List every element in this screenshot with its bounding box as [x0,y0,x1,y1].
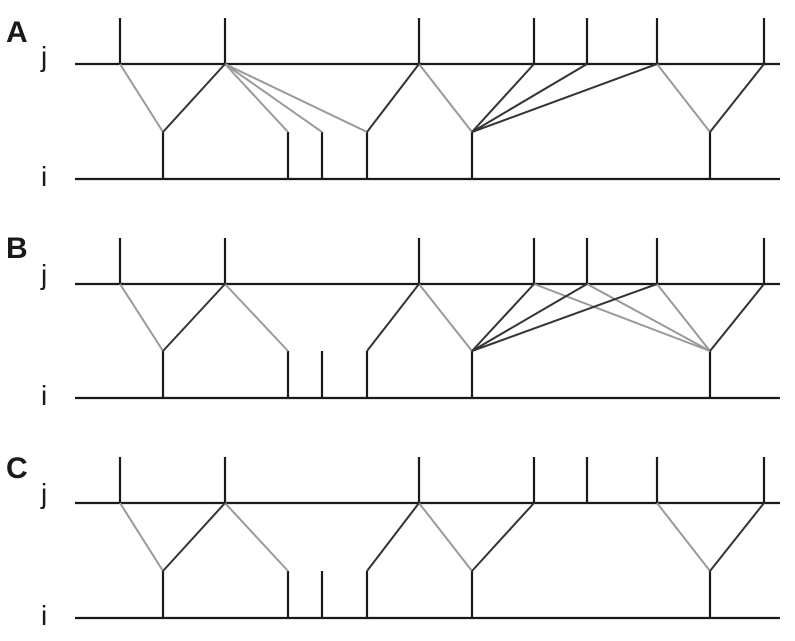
dark-link [162,63,226,133]
gray-link [656,502,711,572]
dark-link [709,63,765,133]
dark-link [471,63,588,133]
row-label-j: j [40,259,47,290]
row-label-j: j [40,41,47,72]
panel-a: A j i [6,16,780,192]
gray-link [656,63,711,133]
panel-c: C j i [6,452,780,631]
gray-link [119,502,164,572]
dark-link [366,502,420,572]
dark-link [471,283,658,352]
panel-letter: B [6,232,28,265]
dark-link [471,63,658,133]
gray-link [418,283,473,352]
dark-link [471,283,588,352]
dark-link [471,502,535,572]
dark-link [366,283,420,352]
gray-link [224,63,323,133]
dark-link [471,63,535,133]
dark-link [162,502,226,572]
gray-link [224,502,289,572]
dark-link [162,283,226,352]
panel-letter: C [6,452,28,485]
gray-link [224,63,368,133]
row-label-j: j [40,478,47,509]
gray-link [119,63,164,133]
gray-link [533,283,711,352]
gray-link [656,283,711,352]
gray-link [586,283,711,352]
dark-link [709,283,765,352]
row-label-i: i [41,600,47,631]
gray-link [224,283,289,352]
panel-letter: A [6,16,28,49]
dark-link [471,283,535,352]
gray-link [418,502,473,572]
dark-link [709,502,765,572]
gray-link [224,63,289,133]
row-label-i: i [41,380,47,411]
gray-link [418,63,473,133]
row-label-i: i [41,161,47,192]
dark-link [366,63,420,133]
panel-b: B j i [6,232,780,411]
gray-link [119,283,164,352]
